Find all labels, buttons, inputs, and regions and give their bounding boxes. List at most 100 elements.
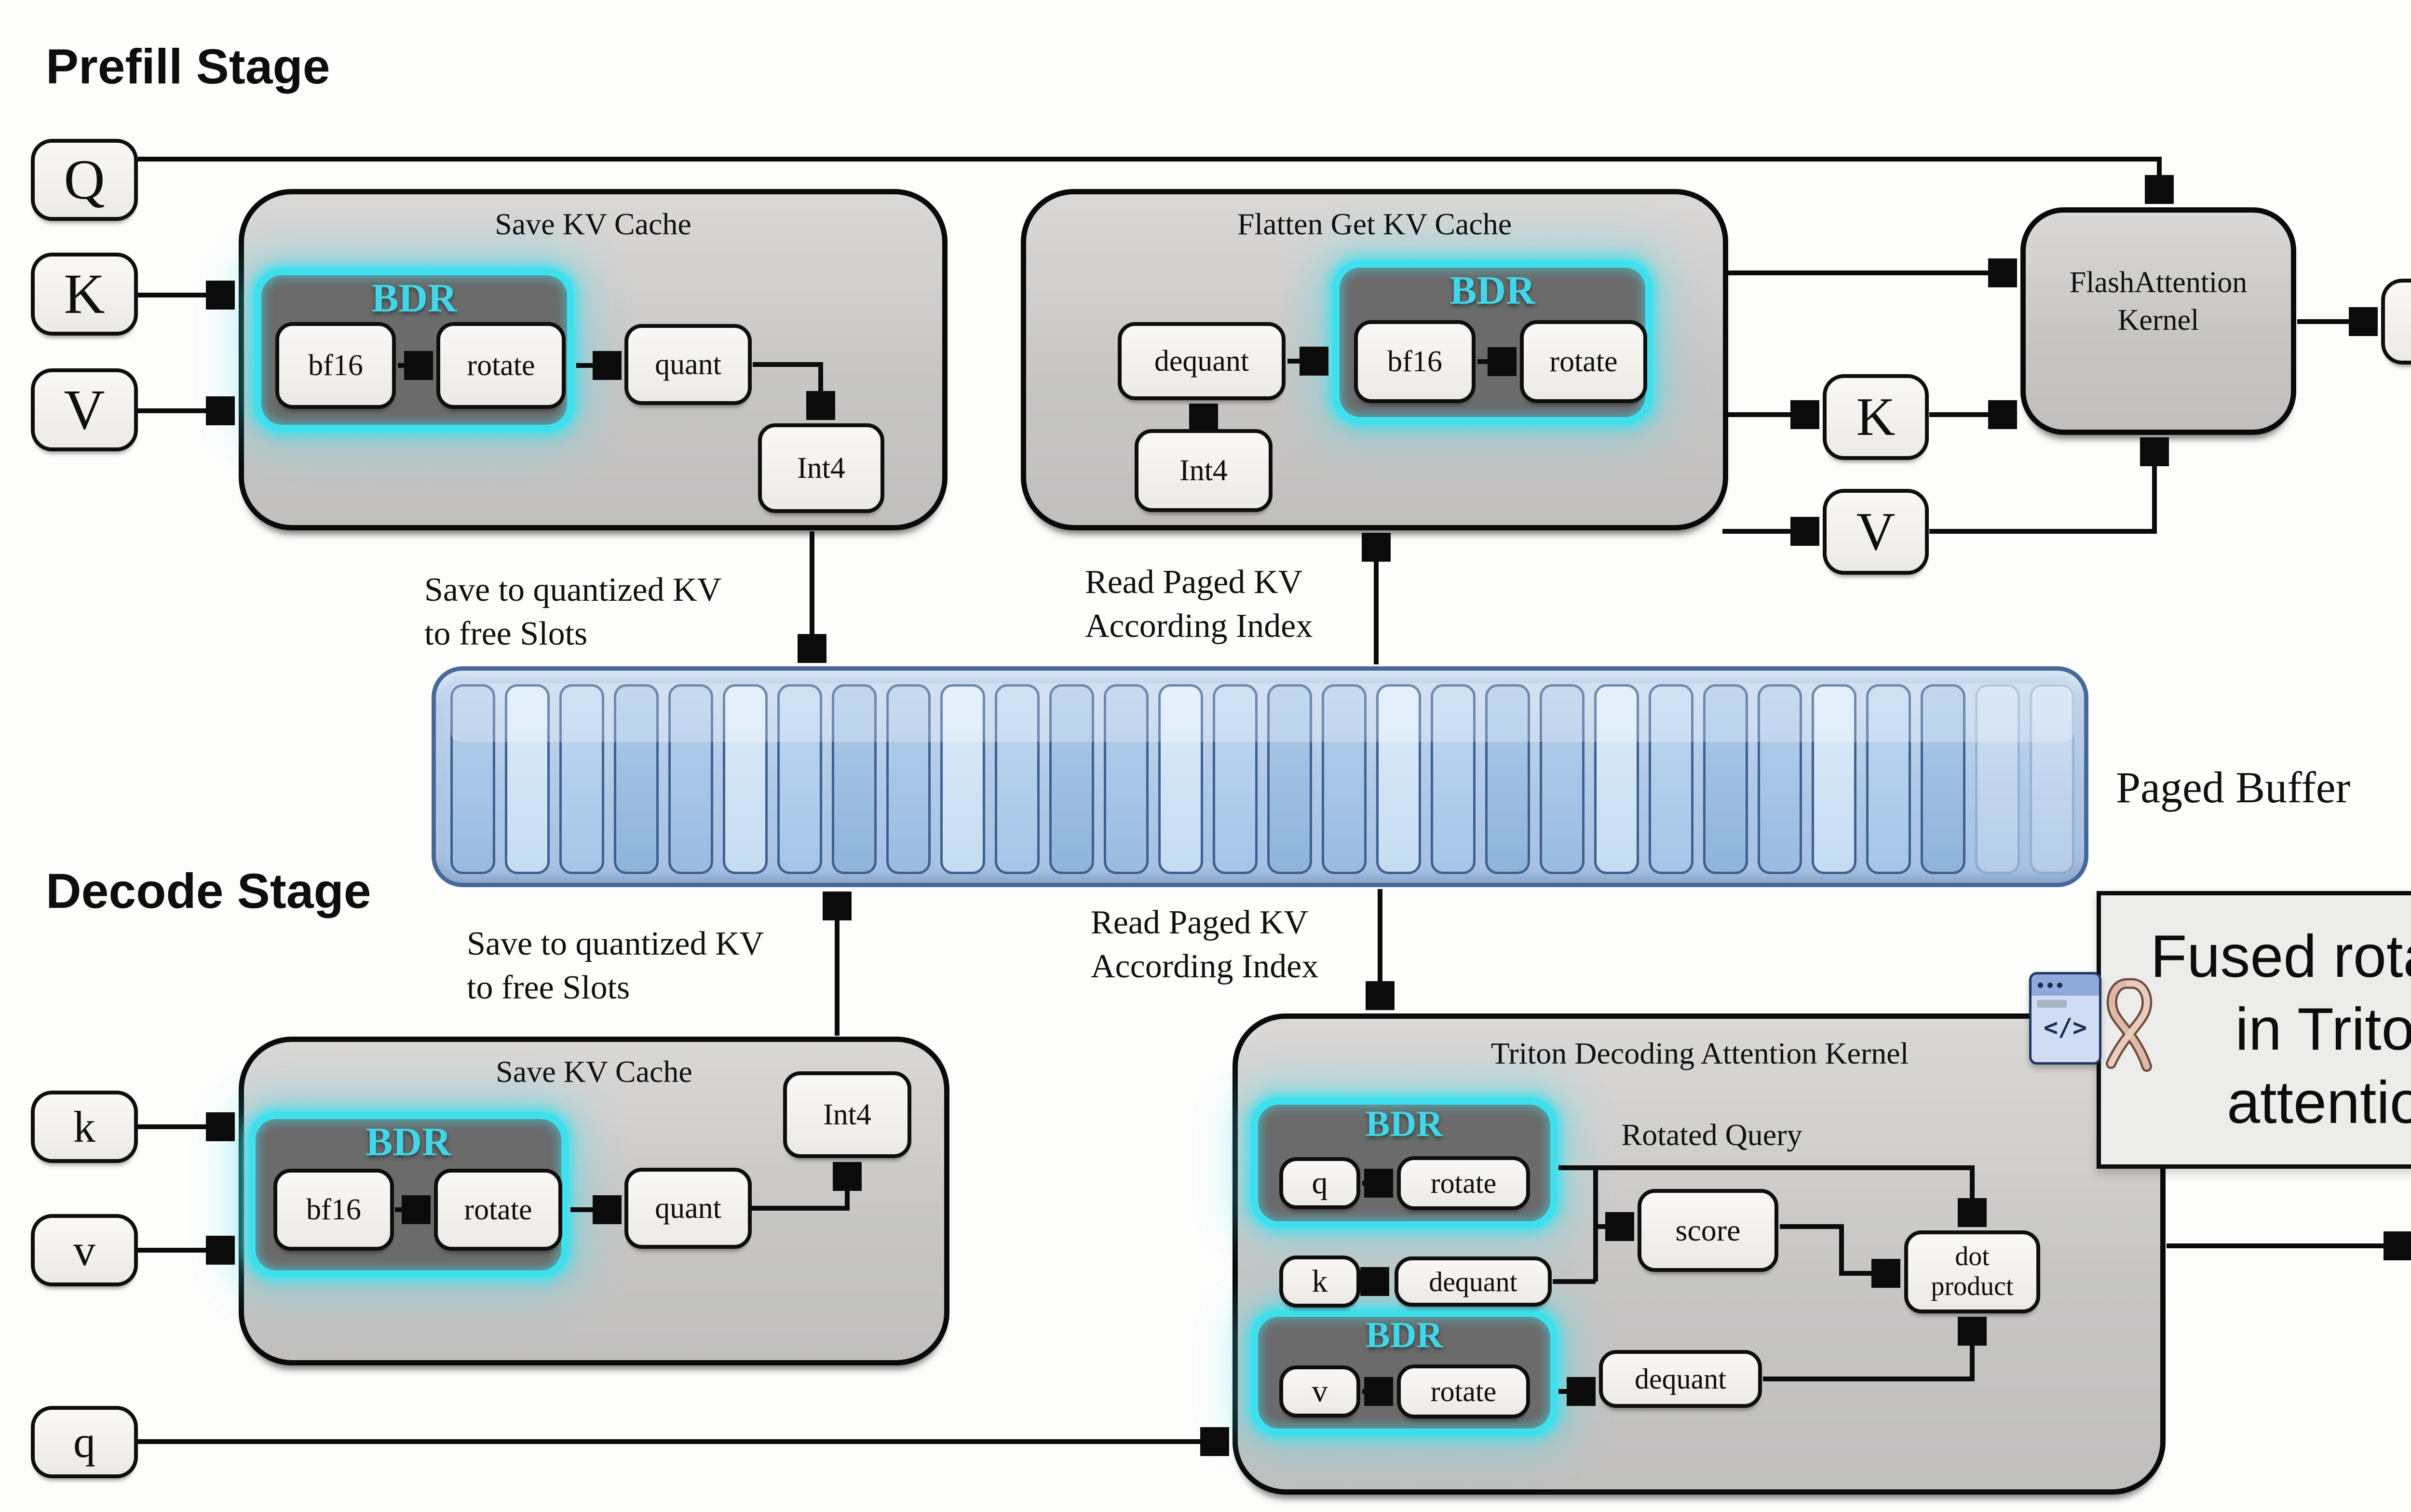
int4-label: Int4: [1179, 454, 1228, 487]
mid-k-label: K: [1856, 387, 1896, 447]
bdr-label-triton-v: BDR: [1365, 1315, 1443, 1355]
k-label: k: [1312, 1264, 1328, 1299]
input-q-box-decode: q: [31, 1406, 138, 1478]
output-o-box-prefill: O: [2381, 279, 2411, 364]
buffer-slot: [1213, 684, 1258, 874]
dequant-label: dequant: [1154, 344, 1249, 378]
dequant-k-box-triton: dequant: [1395, 1256, 1552, 1307]
buffer-slot: [1757, 684, 1802, 874]
annotation-prefill-read: Read Paged KV According Index: [1085, 564, 1313, 645]
rotate-box-triton-q: rotate: [1397, 1156, 1530, 1210]
annotation-decode-read: Read Paged KV According Index: [1091, 904, 1319, 985]
quant-label: quant: [655, 348, 721, 381]
paged-buffer-slots: [450, 684, 2075, 874]
buffer-slot: [995, 684, 1040, 874]
bf16-box-prefill: bf16: [275, 322, 396, 409]
flatten-title: Flatten Get KV Cache: [1237, 207, 1512, 241]
buffer-slot: [2030, 684, 2075, 874]
bf16-box-flatten: bf16: [1354, 320, 1476, 403]
arrow-v-to-fa: [1929, 442, 2154, 534]
rotate-label: rotate: [1430, 1375, 1497, 1407]
decode-stage-title: Decode Stage: [46, 864, 371, 918]
buffer-slot: [1648, 684, 1693, 874]
buffer-slot: [1485, 684, 1530, 874]
mid-k-box: K: [1823, 374, 1929, 460]
int4-box-flatten: Int4: [1135, 429, 1273, 512]
buffer-slot: [1104, 684, 1149, 874]
annotation-prefill-save: Save to quantized KV to free Slots: [424, 571, 722, 652]
q-label: q: [1312, 1165, 1328, 1201]
rotate-box-triton-v: rotate: [1397, 1364, 1530, 1418]
bf16-label: bf16: [1387, 345, 1442, 378]
q-box-triton: q: [1279, 1157, 1360, 1209]
buffer-slot: [1539, 684, 1585, 874]
buffer-slot: [613, 684, 659, 874]
buffer-slot: [1812, 684, 1857, 874]
input-q-label: Q: [64, 148, 105, 211]
mid-v-label: V: [1856, 501, 1896, 562]
score-box: score: [1638, 1189, 1778, 1272]
rotate-label: rotate: [1549, 345, 1618, 378]
buffer-slot: [1322, 684, 1367, 874]
rotate-label: rotate: [1430, 1167, 1497, 1199]
rotate-box-flatten: rotate: [1520, 320, 1647, 403]
bdr-label-triton-q: BDR: [1365, 1104, 1443, 1144]
input-v-box-decode: v: [31, 1214, 138, 1286]
input-k-label: K: [64, 262, 105, 325]
buffer-slot: [450, 684, 495, 874]
triton-title: Triton Decoding Attention Kernel: [1490, 1036, 1909, 1070]
fused-rotation-note-text: Fused rotation in Triton attention: [2150, 923, 2411, 1136]
fused-rotation-note: Fused rotation in Triton attention: [2097, 891, 2411, 1169]
dot-product-label: dot product: [1931, 1242, 2014, 1301]
rotate-box-prefill: rotate: [436, 322, 566, 409]
rotate-box-decode: rotate: [434, 1169, 562, 1251]
int4-box-decode: Int4: [783, 1071, 911, 1158]
buffer-slot: [559, 684, 604, 874]
rotate-label: rotate: [467, 349, 535, 382]
rotate-label: rotate: [464, 1193, 532, 1226]
int4-box-prefill: Int4: [758, 423, 884, 513]
mid-v-box: V: [1823, 489, 1929, 575]
buffer-slot: [722, 684, 768, 874]
buffer-slot: [1975, 684, 2020, 874]
fa-kernel-title: FlashAttention Kernel: [2069, 266, 2248, 337]
buffer-slot: [1430, 684, 1476, 874]
annotation-decode-save: Save to quantized KV to free Slots: [467, 925, 764, 1006]
buffer-slot: [1376, 684, 1421, 874]
v-box-triton: v: [1279, 1365, 1360, 1418]
dequant-label: dequant: [1429, 1266, 1517, 1297]
buffer-slot: [504, 684, 550, 874]
bf16-label: bf16: [308, 349, 363, 382]
input-k-label-decode: k: [73, 1102, 95, 1151]
buffer-slot: [1158, 684, 1204, 874]
code-window-tab: [2037, 1000, 2067, 1008]
buffer-slot: [886, 684, 931, 874]
buffer-slot: [1921, 684, 1966, 874]
quant-label: quant: [655, 1191, 721, 1225]
quant-box-decode: quant: [624, 1168, 752, 1249]
flashattention-kernel-box: [2020, 207, 2296, 435]
v-label: v: [1312, 1374, 1328, 1409]
code-window-titlebar: [2032, 974, 2099, 996]
buffer-slot: [777, 684, 822, 874]
bdr-label-prefill-save: BDR: [371, 276, 457, 321]
paged-buffer: [432, 666, 2088, 887]
code-window-icon: </>: [2029, 972, 2101, 1065]
bf16-box-decode: bf16: [273, 1169, 394, 1251]
buffer-slot: [668, 684, 713, 874]
buffer-slot: [1703, 684, 1748, 874]
score-label: score: [1675, 1213, 1741, 1247]
ribbon-icon: [2106, 978, 2153, 1072]
rotated-query-label: Rotated Query: [1621, 1118, 1802, 1152]
input-v-label-decode: v: [73, 1226, 95, 1275]
input-v-box: V: [31, 368, 138, 451]
buffer-slot: [831, 684, 877, 874]
paged-buffer-label: Paged Buffer: [2116, 763, 2351, 812]
quant-box-prefill: quant: [624, 324, 752, 405]
dequant-label: dequant: [1635, 1363, 1726, 1395]
prefill-stage-title: Prefill Stage: [46, 39, 330, 94]
bf16-label: bf16: [306, 1193, 361, 1226]
int4-label: Int4: [797, 451, 845, 485]
dot-product-box: dot product: [1904, 1230, 2040, 1313]
buffer-slot: [1049, 684, 1095, 874]
